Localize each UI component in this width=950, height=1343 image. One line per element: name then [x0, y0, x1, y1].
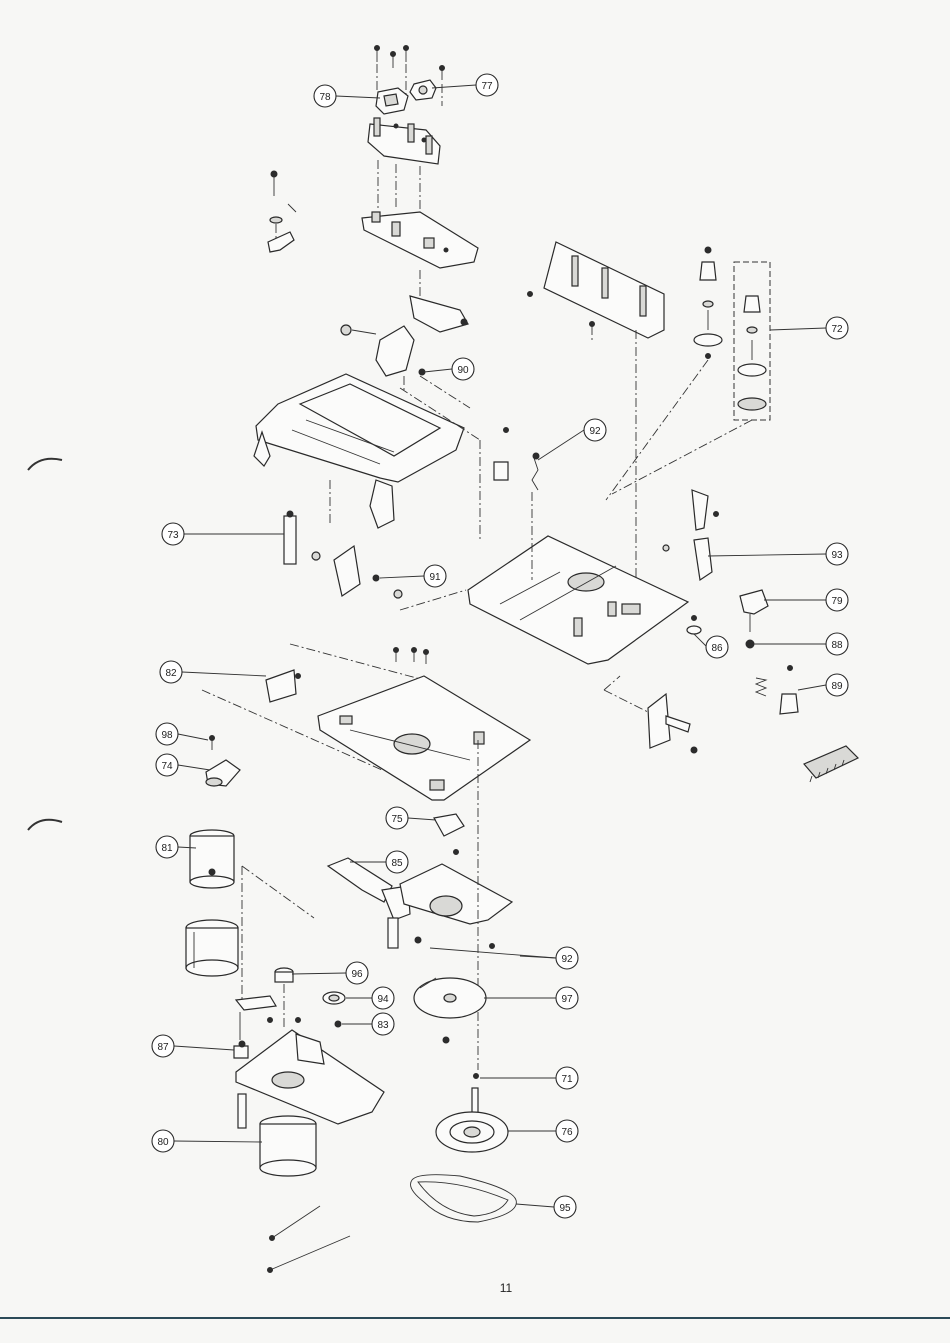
spring-87: [234, 1041, 248, 1058]
svg-text:73: 73: [167, 530, 179, 541]
chassis-screws: [394, 648, 429, 665]
svg-text:71: 71: [561, 1074, 573, 1085]
callout-77: 77: [476, 74, 498, 96]
svg-text:82: 82: [165, 668, 177, 679]
head-block-78: [376, 88, 408, 114]
callout-88: 88: [826, 633, 848, 655]
punch-hole-top: [28, 459, 62, 470]
mechanism-chassis: [318, 676, 530, 800]
spring-89: [756, 666, 798, 715]
svg-text:93: 93: [831, 550, 843, 561]
svg-text:79: 79: [831, 596, 843, 607]
svg-text:94: 94: [377, 994, 389, 1005]
svg-text:95: 95: [559, 1203, 571, 1214]
svg-text:97: 97: [561, 994, 573, 1005]
svg-text:86: 86: [711, 643, 723, 654]
callout-92-upper: 92: [584, 419, 606, 441]
callout-82: 82: [160, 661, 182, 683]
callout-75: 75: [386, 807, 408, 829]
svg-text:88: 88: [831, 640, 843, 651]
motor-bracket: [236, 1018, 384, 1125]
flywheel-76: [436, 1112, 508, 1152]
svg-text:91: 91: [429, 572, 441, 583]
svg-text:72: 72: [831, 324, 843, 335]
svg-text:83: 83: [377, 1020, 389, 1031]
screw-83: [335, 1021, 341, 1027]
callout-91: 91: [424, 565, 446, 587]
tape-guide-79: [740, 590, 768, 632]
lever-93: [663, 490, 719, 580]
svg-text:76: 76: [561, 1127, 573, 1138]
svg-text:85: 85: [391, 858, 403, 869]
pinch-pin-parts: [268, 171, 296, 252]
motor-81: [190, 830, 234, 888]
page-number: 11: [500, 1281, 513, 1295]
callout-97: 97: [556, 987, 578, 1009]
callout-94: 94: [372, 987, 394, 1009]
callout-87: 87: [152, 1035, 174, 1057]
pulley-96: [275, 968, 293, 1030]
punch-hole-bottom: [28, 820, 62, 830]
svg-text:92: 92: [589, 426, 601, 437]
callout-78: 78: [314, 85, 336, 107]
svg-text:78: 78: [319, 92, 331, 103]
svg-text:90: 90: [457, 365, 469, 376]
callout-96: 96: [346, 962, 368, 984]
svg-text:77: 77: [481, 81, 493, 92]
callout-79: 79: [826, 589, 848, 611]
svg-text:98: 98: [161, 730, 173, 741]
gear-94: [323, 992, 345, 1004]
circuit-board: [362, 212, 478, 268]
disc-97: [414, 978, 486, 1043]
head-actuator-bracket: [410, 270, 468, 332]
callout-89: 89: [826, 674, 848, 696]
callout-73: 73: [162, 523, 184, 545]
capstan-shaft-71: [472, 1074, 479, 1115]
clip-75: [434, 814, 464, 855]
callout-93: 93: [826, 543, 848, 565]
callout-76: 76: [556, 1120, 578, 1142]
svg-text:81: 81: [161, 843, 173, 854]
bracket-74: [206, 760, 240, 786]
drive-belt-95: [411, 1175, 517, 1222]
side-bracket-right: [604, 676, 697, 753]
callout-81: 81: [156, 836, 178, 858]
wire-harness: [268, 1206, 351, 1273]
svg-text:75: 75: [391, 814, 403, 825]
svg-text:96: 96: [351, 969, 363, 980]
svg-text:87: 87: [157, 1042, 169, 1053]
callout-72: 72: [826, 317, 848, 339]
callout-74: 74: [156, 754, 178, 776]
roller-88: [746, 640, 754, 648]
svg-text:92: 92: [561, 954, 573, 965]
head-block-77: [410, 80, 436, 100]
callout-95: 95: [554, 1196, 576, 1218]
screw-98: [210, 736, 215, 751]
ic-chip: [804, 746, 858, 782]
flywheel-drum: [186, 920, 238, 976]
callout-85: 85: [386, 851, 408, 873]
callout-98: 98: [156, 723, 178, 745]
pinch-roller-73: [284, 511, 320, 564]
svg-text:74: 74: [161, 761, 173, 772]
callout-86: 86: [706, 636, 728, 658]
svg-text:80: 80: [157, 1137, 169, 1148]
callout-71: 71: [556, 1067, 578, 1089]
washer-86: [687, 616, 701, 635]
svg-text:89: 89: [831, 681, 843, 692]
callout-83: 83: [372, 1013, 394, 1035]
bracket-82: [266, 670, 301, 702]
callout-80: 80: [152, 1130, 174, 1152]
cassette-holder-frame: [254, 374, 464, 528]
main-chassis-plate: [468, 536, 688, 664]
callout-90: 90: [452, 358, 474, 380]
head-mount-plate: [368, 118, 440, 164]
callout-92-lower: 92: [556, 947, 578, 969]
